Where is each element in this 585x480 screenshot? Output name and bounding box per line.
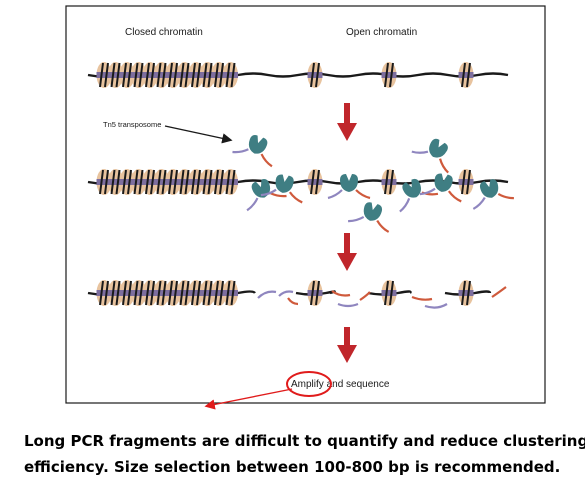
nucleosome <box>223 280 238 306</box>
nucleosome <box>458 280 474 306</box>
tn5-transposome-icon <box>260 174 303 204</box>
nucleosome <box>200 280 215 306</box>
tn5-transposome-icon <box>348 202 390 233</box>
closed-chromatin-label: Closed chromatin <box>125 27 203 38</box>
nucleosome <box>177 169 192 195</box>
nucleosome <box>96 280 112 306</box>
nucleosome <box>119 169 135 195</box>
nucleosome <box>96 169 112 195</box>
tn5-transposome-icon <box>246 179 287 212</box>
nucleosome <box>131 280 146 306</box>
adapter-segment <box>424 303 448 309</box>
nucleosome <box>458 62 474 88</box>
nucleosome <box>177 280 192 306</box>
nucleosome <box>381 169 397 195</box>
nucleosome <box>108 62 123 88</box>
nucleosome <box>165 169 181 195</box>
tn5-transposome-icon <box>419 173 462 203</box>
tn5-transposome-icon <box>232 135 273 168</box>
nucleosome <box>142 62 158 88</box>
down-arrow-icon <box>337 327 357 363</box>
tn5-pointer-arrow <box>164 125 233 144</box>
nucleosome <box>154 280 169 306</box>
caption-line-1: Long PCR fragments are difficult to quan… <box>24 432 585 450</box>
nucleosome <box>108 169 123 195</box>
down-arrow-icon <box>337 103 357 141</box>
chromatin-row-tagmentation <box>87 135 514 233</box>
nucleosome <box>188 62 204 88</box>
chromatin-row-initial <box>87 62 509 88</box>
tn5-transposome-icon <box>411 138 449 174</box>
nucleosome <box>223 62 238 88</box>
nucleosome <box>381 280 397 306</box>
nucleosome <box>165 62 181 88</box>
nucleosome <box>307 169 323 195</box>
nucleosome <box>381 62 397 88</box>
nucleosome <box>108 280 123 306</box>
down-arrow-icon <box>337 233 357 271</box>
nucleosome <box>119 62 135 88</box>
nucleosome <box>154 169 169 195</box>
nucleosome <box>458 169 474 195</box>
caption-line-2: efficiency. Size selection between 100-8… <box>24 458 561 476</box>
adapter-segment <box>337 302 359 308</box>
nucleosome <box>307 62 323 88</box>
amplify-word: Amplify <box>291 379 324 390</box>
open-chromatin-label: Open chromatin <box>346 27 417 38</box>
nucleosome <box>223 169 238 195</box>
amplify-highlight-circle <box>286 371 332 397</box>
adapter-segment <box>278 290 294 297</box>
adapter-segment <box>491 286 507 298</box>
adapter-segment <box>411 295 433 301</box>
nucleosome <box>131 169 146 195</box>
nucleosome <box>142 280 158 306</box>
nucleosome <box>200 62 215 88</box>
dna-strand <box>444 290 492 296</box>
nucleosome <box>307 280 323 306</box>
adapter-segment <box>257 290 277 299</box>
nucleosome <box>131 62 146 88</box>
nucleosome <box>188 169 204 195</box>
tn5-transposome-icon <box>327 174 371 200</box>
adapter-segment <box>331 290 351 297</box>
nucleosome <box>165 280 181 306</box>
adapter-segment <box>287 297 299 306</box>
tn5-transposome-icon <box>472 179 514 210</box>
adapter-segment <box>359 291 371 301</box>
sequence-text: and sequence <box>324 379 390 390</box>
caption: Long PCR fragments are difficult to quan… <box>24 428 585 480</box>
nucleosome <box>142 169 158 195</box>
tn5-transposome-label: Tn5 transposome <box>103 120 161 129</box>
nucleosome <box>211 62 227 88</box>
nucleosome <box>96 62 112 88</box>
nucleosome <box>211 169 227 195</box>
nucleosome <box>177 62 192 88</box>
nucleosome <box>119 280 135 306</box>
nucleosome <box>211 280 227 306</box>
dna-strand <box>367 290 412 296</box>
nucleosome <box>200 169 215 195</box>
chromatin-row-fragments <box>87 280 507 309</box>
nucleosome <box>188 280 204 306</box>
amplify-sequence-label: Amplify and sequence <box>291 379 390 390</box>
highlight-pointer-arrow <box>204 388 293 410</box>
nucleosome <box>154 62 169 88</box>
